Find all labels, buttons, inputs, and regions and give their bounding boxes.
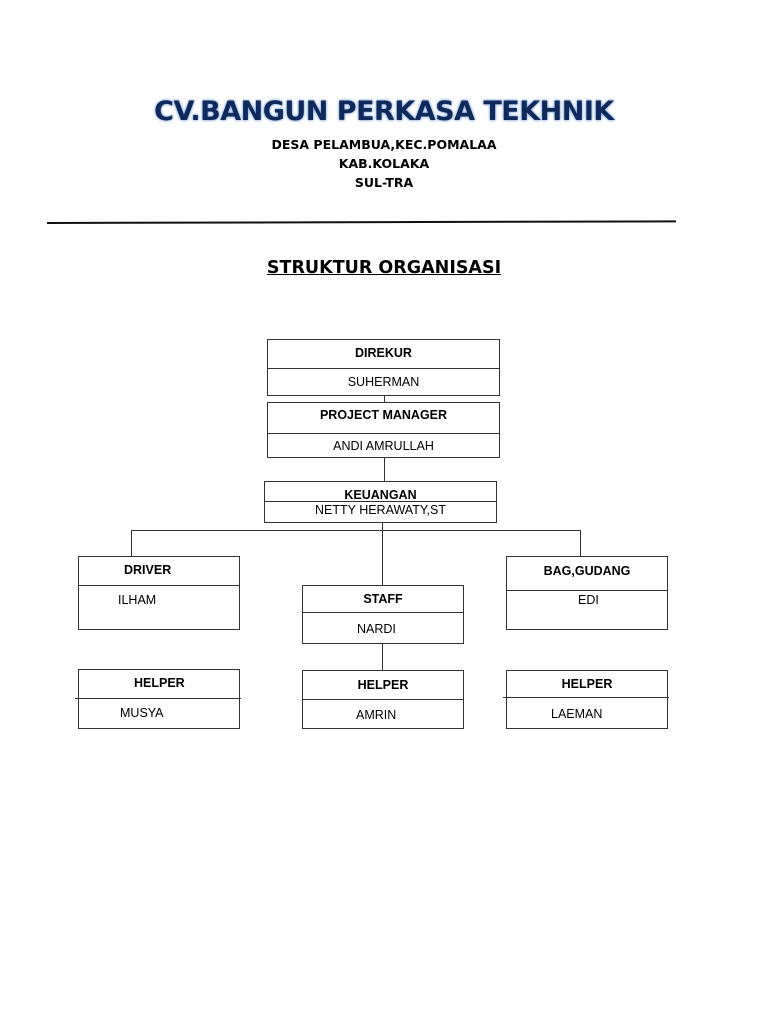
box-divider [507, 590, 667, 591]
role-helper-center: HELPER [357, 678, 409, 692]
name-direktur: SUHERMAN [347, 375, 420, 389]
box-divider [303, 612, 463, 613]
name-project-manager: ANDI AMRULLAH [333, 439, 434, 453]
role-gudang: BAG,GUDANG [543, 564, 631, 578]
name-helper-left: MUSYA [120, 706, 164, 720]
box-divider [75, 698, 241, 699]
role-direktur: DIREKUR [355, 346, 412, 360]
name-gudang: EDI [578, 593, 599, 607]
box-helper-right: HELPER LAEMAN [503, 670, 669, 729]
address-line-1: DESA PELAMBUA,KEC.POMALAA [271, 137, 497, 152]
name-driver: ILHAM [118, 593, 157, 607]
address-line-3: SUL-TRA [354, 175, 414, 190]
connector-branch-gudang [580, 530, 581, 557]
box-divider [265, 501, 496, 502]
header-divider [46, 220, 677, 224]
name-helper-center: AMRIN [356, 708, 397, 722]
address-line-2: KAB.KOLAKA [338, 156, 430, 171]
role-helper-right: HELPER [561, 677, 613, 691]
box-divider [268, 368, 499, 369]
box-gudang: BAG,GUDANG EDI [506, 556, 668, 630]
name-keuangan: NETTY HERAWATY,ST [314, 503, 447, 517]
connector-direktur-pm [384, 395, 385, 403]
connector-staff-helper [382, 643, 383, 671]
box-helper-left: HELPER MUSYA [75, 669, 241, 729]
connector-keuangan-staff [382, 522, 383, 586]
role-driver: DRIVER [124, 563, 172, 577]
box-divider [303, 699, 463, 700]
box-divider [503, 697, 669, 698]
role-keuangan: KEUANGAN [344, 488, 417, 502]
section-title: STRUKTUR ORGANISASI [266, 258, 502, 278]
box-project-manager: PROJECT MANAGER ANDI AMRULLAH [267, 402, 500, 458]
role-project-manager: PROJECT MANAGER [319, 408, 448, 422]
role-staff: STAFF [363, 592, 403, 606]
name-helper-right: LAEMAN [551, 707, 603, 721]
box-driver: DRIVER ILHAM [78, 556, 240, 630]
name-staff: NARDI [357, 622, 396, 636]
role-helper-left: HELPER [134, 676, 185, 690]
box-keuangan: KEUANGAN NETTY HERAWATY,ST [264, 481, 497, 523]
connector-pm-keuangan [384, 457, 385, 482]
box-divider [268, 433, 499, 434]
box-direktur: DIREKUR SUHERMAN [267, 339, 500, 396]
connector-branch-driver [131, 530, 132, 557]
box-staff: STAFF NARDI [302, 585, 464, 644]
company-name: CV.BANGUN PERKASA TEKHNIK [154, 96, 614, 127]
box-divider [79, 585, 239, 586]
connector-branch-horizontal [131, 530, 581, 531]
box-helper-center: HELPER AMRIN [302, 670, 464, 729]
